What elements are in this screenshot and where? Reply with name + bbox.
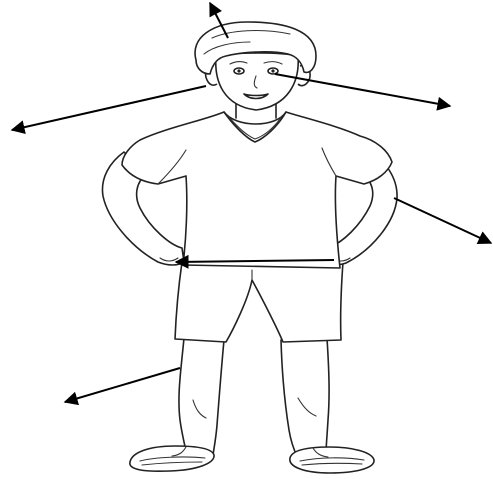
shorts [175, 262, 343, 342]
arrow-from-elbow [394, 198, 491, 243]
legs [179, 338, 329, 456]
head [195, 22, 316, 110]
arrow-from-leg [65, 368, 180, 402]
left-sandal [130, 446, 214, 471]
arrow-from-eye [275, 74, 450, 106]
right-sandal [290, 447, 374, 473]
face [216, 53, 298, 110]
arrow-from-ear [12, 86, 206, 130]
boy-figure [102, 22, 397, 473]
feet-sandals [130, 446, 374, 473]
